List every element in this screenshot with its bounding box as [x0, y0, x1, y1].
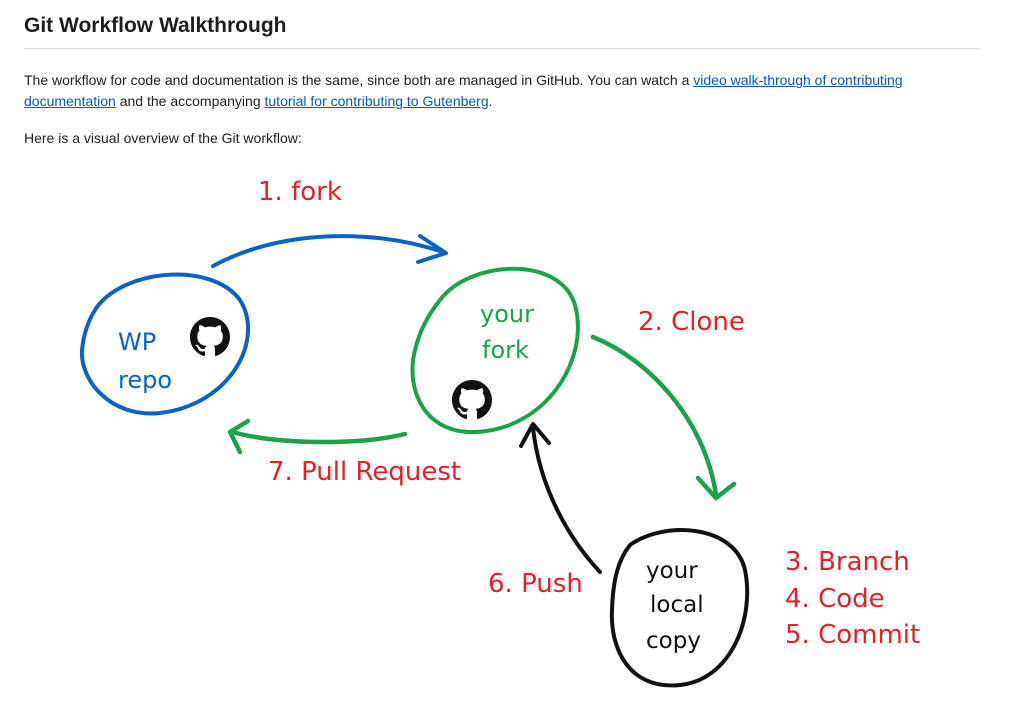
gutenberg-tutorial-link[interactable]: tutorial for contributing to Gutenberg — [264, 93, 489, 109]
section-heading: Git Workflow Walkthrough — [24, 14, 287, 37]
intro-text-end: . — [488, 93, 493, 109]
your-fork-label-line2: fork — [482, 336, 529, 364]
intro-paragraph: The workflow for code and documentation … — [24, 70, 984, 112]
git-workflow-diagram: WP repo your fork your local copy 1. for… — [79, 177, 920, 688]
your-fork-ellipse — [410, 266, 580, 435]
local-copy-label-line1: your — [646, 558, 698, 584]
your-fork-label-line1: your — [480, 300, 534, 328]
clone-arrow — [590, 334, 737, 501]
local-copy-label-line2: local — [650, 592, 704, 618]
step-branch-label: 3. Branch — [785, 547, 910, 577]
wp-repo-label-line2: repo — [118, 366, 172, 394]
your-fork-node: your fork — [410, 266, 580, 435]
step-code-label: 4. Code — [785, 584, 885, 614]
overview-text: Here is a visual overview of the Git wor… — [24, 130, 302, 146]
wp-repo-ellipse — [79, 272, 251, 416]
pull-request-arrow — [227, 418, 408, 455]
wp-repo-node: WP repo — [79, 272, 251, 416]
github-icon — [452, 380, 492, 420]
step-commit-label: 5. Commit — [785, 620, 920, 650]
video-walkthrough-link[interactable]: video walk-through of contributing docum… — [24, 72, 903, 109]
intro-text-middle: and the accompanying — [115, 93, 265, 109]
wp-repo-label-line1: WP — [118, 328, 156, 356]
local-copy-ellipse — [609, 528, 750, 688]
fork-arrow — [211, 234, 448, 268]
heading-divider — [24, 48, 979, 49]
github-icon — [190, 317, 230, 357]
step-fork-label: 1. fork — [258, 177, 342, 207]
step-push-label: 6. Push — [488, 569, 583, 599]
intro-text-start: The workflow for code and documentation … — [24, 72, 694, 88]
step-pull-request-label: 7. Pull Request — [268, 457, 461, 487]
local-copy-label-line3: copy — [646, 628, 701, 654]
local-copy-node: your local copy — [609, 528, 750, 688]
push-arrow — [519, 422, 602, 574]
step-clone-label: 2. Clone — [638, 307, 745, 337]
